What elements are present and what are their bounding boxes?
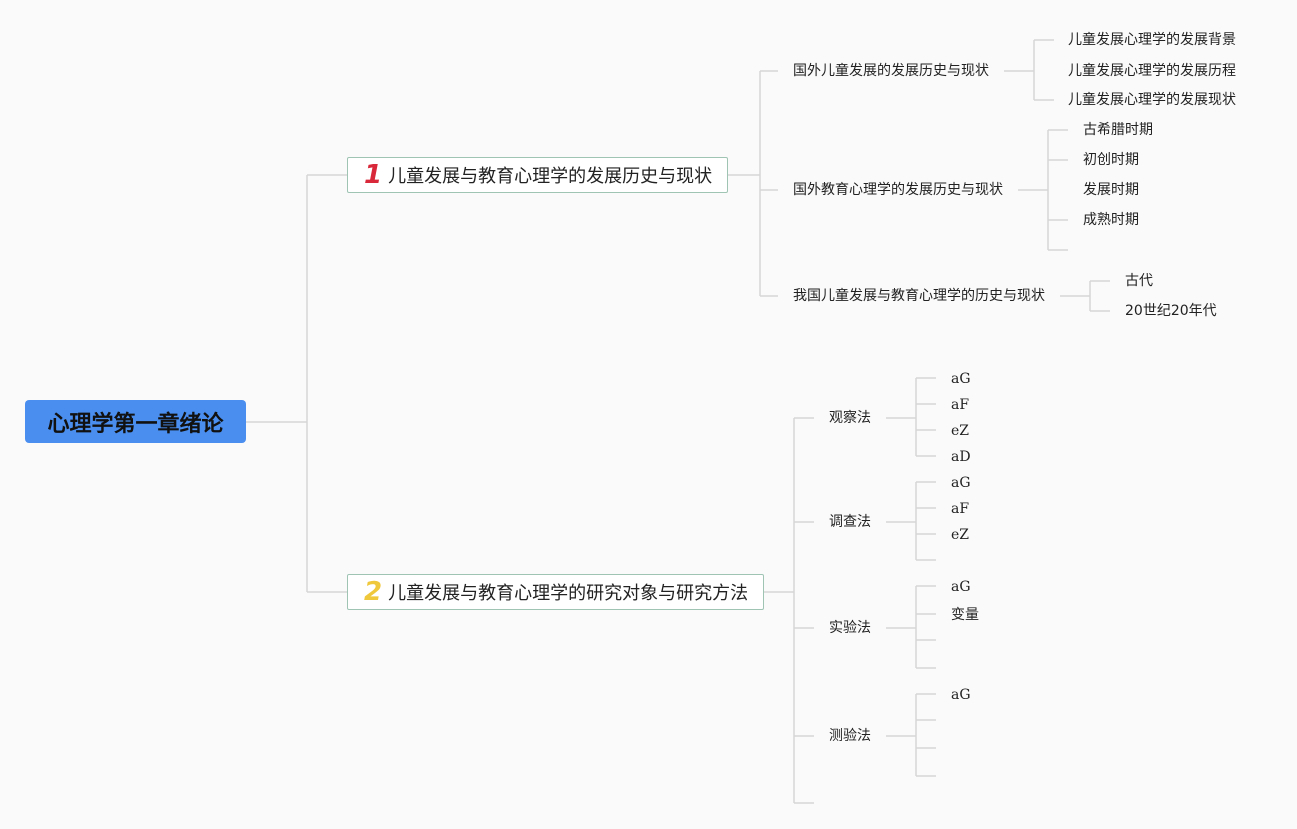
branch-2-node[interactable]: 2 儿童发展与教育心理学的研究对象与研究方法 — [347, 574, 764, 610]
central-topic[interactable]: 心理学第一章绪论 — [25, 400, 246, 443]
central-topic-label: 心理学第一章绪论 — [47, 411, 224, 437]
leaf-topic[interactable]: eZ — [951, 527, 970, 543]
branch-1-number-icon: 1 — [364, 160, 383, 190]
subtopic-test-method[interactable]: 测验法 — [829, 728, 871, 744]
branch-2-label: 儿童发展与教育心理学的研究对象与研究方法 — [388, 583, 749, 604]
leaf-topic[interactable]: 成熟时期 — [1083, 212, 1139, 228]
leaf-topic[interactable]: aG — [951, 579, 971, 595]
leaf-topic[interactable]: eZ — [951, 423, 970, 439]
leaf-topic[interactable]: aG — [951, 475, 971, 491]
subtopic-survey-method[interactable]: 调查法 — [829, 514, 871, 530]
branch-2-number-icon: 2 — [364, 577, 383, 607]
leaf-topic[interactable]: aF — [951, 501, 970, 517]
leaf-topic[interactable]: 发展时期 — [1083, 182, 1139, 198]
leaf-topic[interactable]: aF — [951, 397, 970, 413]
subtopic-foreign-child-dev[interactable]: 国外儿童发展的发展历史与现状 — [793, 63, 989, 79]
leaf-topic[interactable]: 20世纪20年代 — [1125, 303, 1217, 319]
leaf-topic[interactable]: 初创时期 — [1083, 152, 1139, 168]
leaf-topic[interactable]: 儿童发展心理学的发展背景 — [1068, 32, 1236, 48]
branch-1-label: 儿童发展与教育心理学的发展历史与现状 — [388, 166, 713, 187]
subtopic-observation-method[interactable]: 观察法 — [829, 410, 871, 426]
subtopic-china-history[interactable]: 我国儿童发展与教育心理学的历史与现状 — [793, 288, 1045, 304]
branch-1-node[interactable]: 1 儿童发展与教育心理学的发展历史与现状 — [347, 157, 728, 193]
leaf-topic[interactable]: 变量 — [951, 607, 979, 623]
leaf-topic[interactable]: 儿童发展心理学的发展历程 — [1068, 63, 1236, 79]
leaf-topic[interactable]: aG — [951, 687, 971, 703]
leaf-topic[interactable]: 儿童发展心理学的发展现状 — [1068, 92, 1236, 108]
leaf-topic[interactable]: 古代 — [1125, 273, 1153, 289]
leaf-topic[interactable]: aG — [951, 371, 971, 387]
subtopic-foreign-edu-psych[interactable]: 国外教育心理学的发展历史与现状 — [793, 182, 1003, 198]
subtopic-experiment-method[interactable]: 实验法 — [829, 620, 871, 636]
leaf-topic[interactable]: 古希腊时期 — [1083, 122, 1153, 138]
leaf-topic[interactable]: aD — [951, 449, 971, 465]
